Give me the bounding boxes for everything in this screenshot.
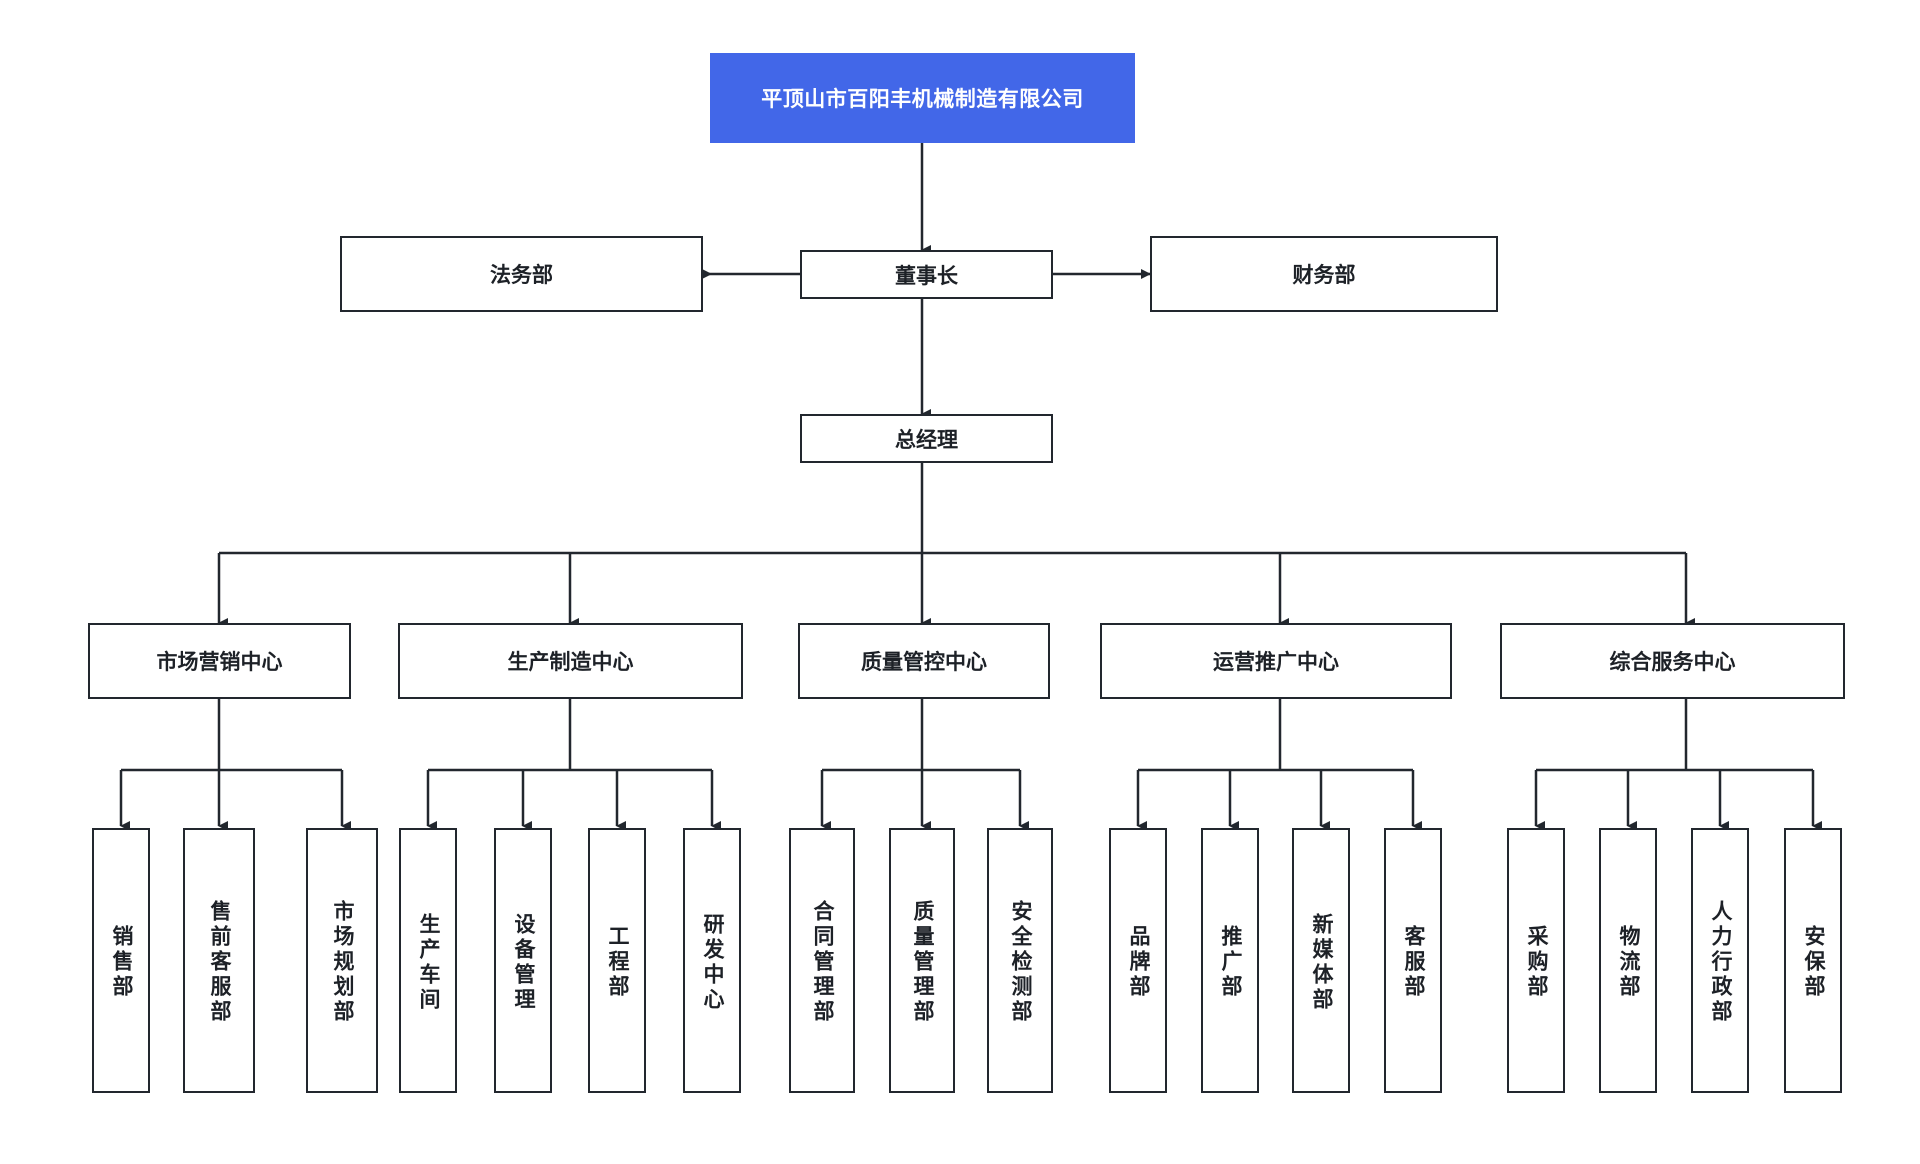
node-dept-security[interactable]: 安保部 bbox=[1784, 828, 1842, 1093]
node-label-dept: 安全检测部 bbox=[1009, 900, 1033, 1025]
node-label-dept: 销售部 bbox=[110, 925, 134, 1000]
node-dept-logistics[interactable]: 物流部 bbox=[1599, 828, 1657, 1093]
node-dept-promotion[interactable]: 推广部 bbox=[1201, 828, 1259, 1093]
node-dept-brand[interactable]: 品牌部 bbox=[1109, 828, 1167, 1093]
node-label-dept: 合同管理部 bbox=[811, 900, 835, 1025]
node-center-operations[interactable]: 运营推广中心 bbox=[1100, 623, 1452, 699]
node-label-chairman: 董事长 bbox=[895, 264, 958, 288]
node-center-production[interactable]: 生产制造中心 bbox=[398, 623, 743, 699]
node-dept-safety-inspection[interactable]: 安全检测部 bbox=[987, 828, 1053, 1093]
node-label-center-quality: 质量管控中心 bbox=[861, 651, 987, 674]
node-label-dept: 人力行政部 bbox=[1709, 900, 1733, 1025]
node-dept-procurement[interactable]: 采购部 bbox=[1507, 828, 1565, 1093]
node-dept-presales-service[interactable]: 售前客服部 bbox=[183, 828, 255, 1093]
node-finance-department[interactable]: 财务部 bbox=[1150, 236, 1498, 312]
node-dept-rnd-center[interactable]: 研发中心 bbox=[683, 828, 741, 1093]
node-dept-contract-management[interactable]: 合同管理部 bbox=[789, 828, 855, 1093]
node-label-dept: 设备管理 bbox=[512, 912, 536, 1013]
node-label-legal: 法务部 bbox=[490, 264, 553, 287]
node-label-center-operations: 运营推广中心 bbox=[1213, 651, 1339, 674]
node-dept-equipment-management[interactable]: 设备管理 bbox=[494, 828, 552, 1093]
node-label-dept: 研发中心 bbox=[701, 912, 725, 1013]
node-label-center-comprehensive: 综合服务中心 bbox=[1609, 651, 1736, 674]
node-label-general-manager: 总经理 bbox=[895, 428, 958, 452]
node-label-dept: 物流部 bbox=[1617, 925, 1641, 1000]
node-label-dept: 客服部 bbox=[1402, 925, 1426, 1000]
node-label-dept: 市场规划部 bbox=[331, 900, 355, 1025]
node-label-dept: 工程部 bbox=[606, 925, 630, 1000]
node-label-dept: 品牌部 bbox=[1127, 925, 1151, 1000]
node-chairman[interactable]: 董事长 bbox=[800, 250, 1053, 299]
node-dept-engineering[interactable]: 工程部 bbox=[588, 828, 646, 1093]
node-dept-market-planning[interactable]: 市场规划部 bbox=[306, 828, 378, 1093]
node-center-marketing[interactable]: 市场营销中心 bbox=[88, 623, 351, 699]
node-legal-department[interactable]: 法务部 bbox=[340, 236, 703, 312]
node-label-dept: 采购部 bbox=[1525, 925, 1549, 1000]
node-label-dept: 新媒体部 bbox=[1310, 912, 1334, 1013]
node-dept-sales[interactable]: 销售部 bbox=[92, 828, 150, 1093]
node-label-dept: 推广部 bbox=[1219, 925, 1243, 1000]
node-label-dept: 售前客服部 bbox=[208, 900, 232, 1025]
node-dept-production-workshop[interactable]: 生产车间 bbox=[399, 828, 457, 1093]
node-label-center-marketing: 市场营销中心 bbox=[156, 651, 283, 674]
node-general-manager[interactable]: 总经理 bbox=[800, 414, 1053, 463]
node-dept-new-media[interactable]: 新媒体部 bbox=[1292, 828, 1350, 1093]
node-label-dept: 质量管理部 bbox=[911, 900, 935, 1025]
node-label-center-production: 生产制造中心 bbox=[507, 651, 634, 674]
node-label-company: 平顶山市百阳丰机械制造有限公司 bbox=[761, 88, 1084, 111]
node-dept-hr-administration[interactable]: 人力行政部 bbox=[1691, 828, 1749, 1093]
node-label-dept: 安保部 bbox=[1802, 925, 1826, 1000]
node-label-finance: 财务部 bbox=[1292, 264, 1356, 287]
node-dept-quality-management[interactable]: 质量管理部 bbox=[889, 828, 955, 1093]
node-center-comprehensive-services[interactable]: 综合服务中心 bbox=[1500, 623, 1845, 699]
node-company-root[interactable]: 平顶山市百阳丰机械制造有限公司 bbox=[710, 53, 1135, 143]
node-label-dept: 生产车间 bbox=[417, 912, 441, 1013]
node-dept-customer-service[interactable]: 客服部 bbox=[1384, 828, 1442, 1093]
node-center-quality[interactable]: 质量管控中心 bbox=[798, 623, 1050, 699]
